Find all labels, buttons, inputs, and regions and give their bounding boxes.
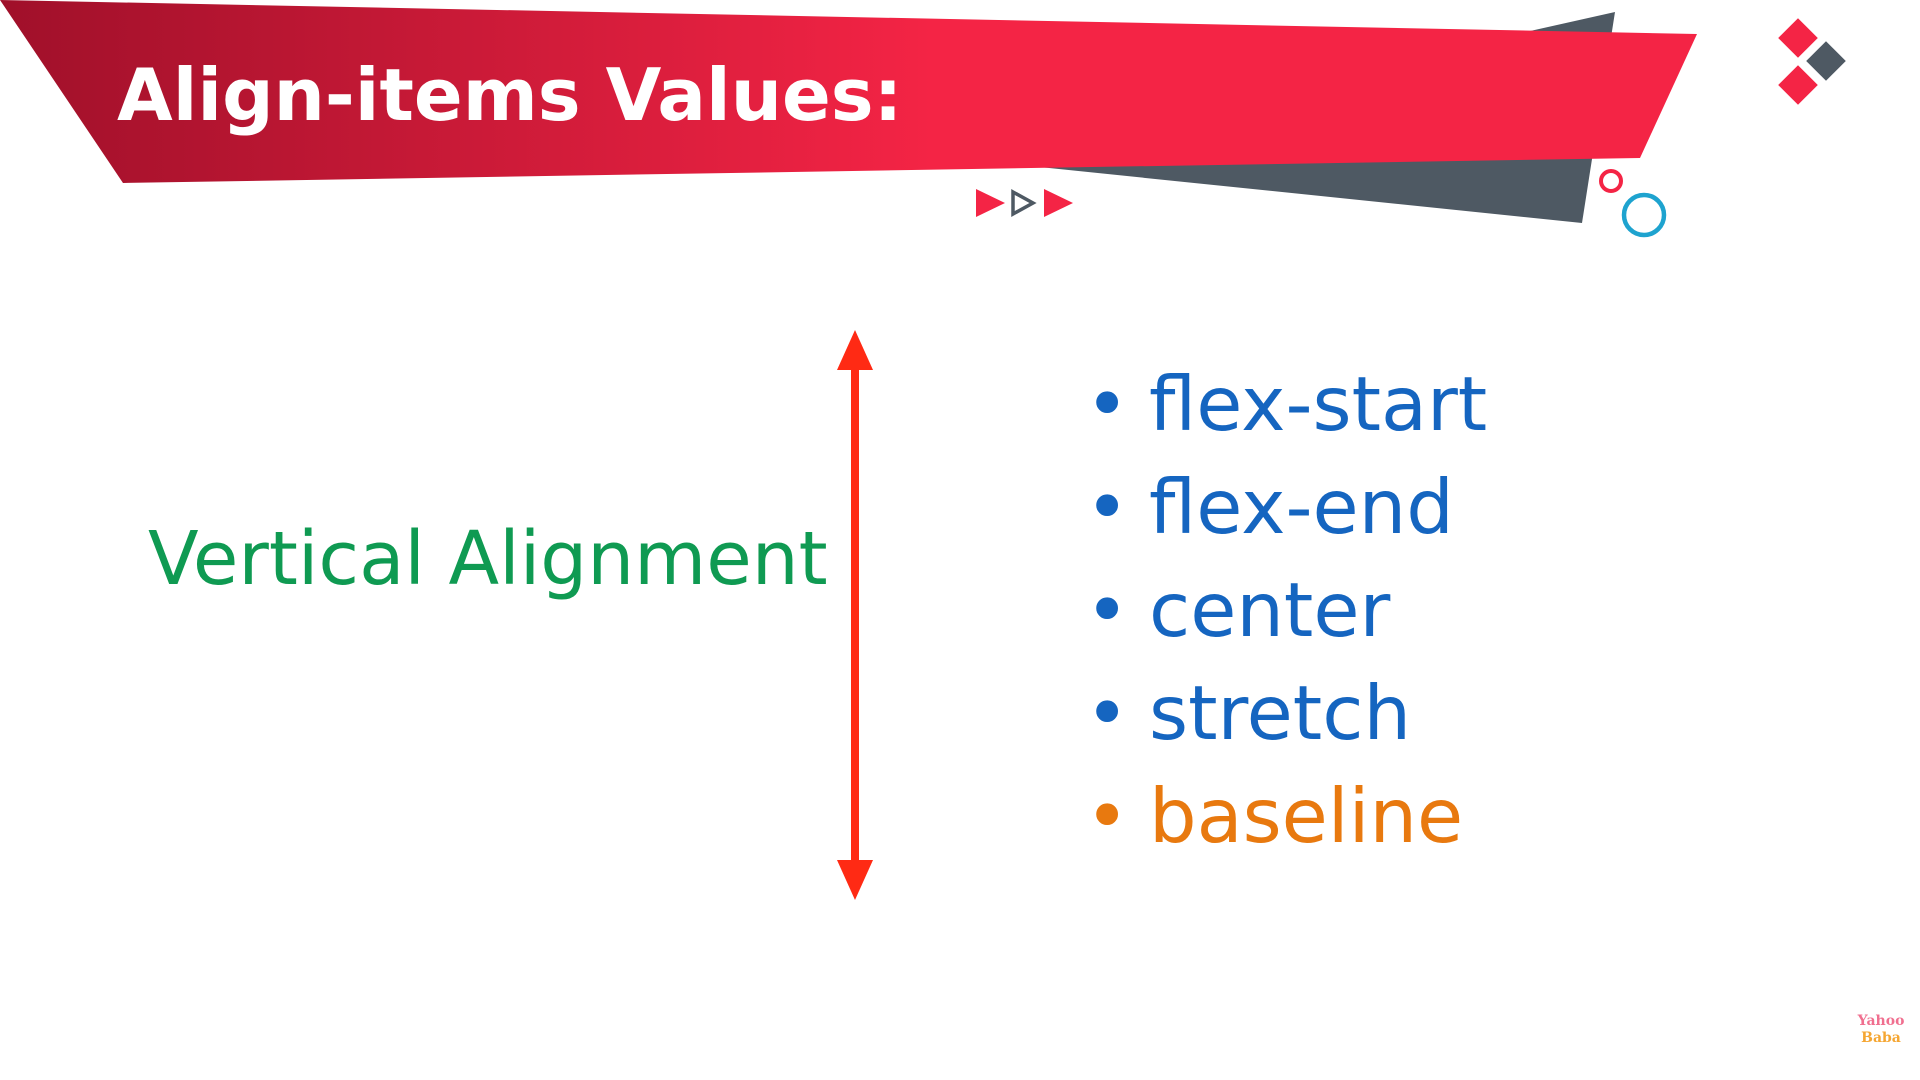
header-banner [0, 0, 1846, 238]
logo-line-2: Baba [1861, 1030, 1901, 1046]
value-item-flex-start: •flex-start [1085, 360, 1487, 463]
logo-line-1: Yahoo [1857, 1013, 1905, 1029]
value-item-center: •center [1085, 566, 1487, 669]
yahoo-baba-logo: Yahoo Baba [1848, 1013, 1914, 1047]
bullet-icon: • [1085, 566, 1130, 654]
value-item-stretch: •stretch [1085, 669, 1487, 772]
value-label: flex-start [1149, 360, 1488, 448]
values-list: •flex-start•flex-end•center•stretch•base… [1085, 360, 1487, 875]
value-label: center [1149, 566, 1391, 654]
bullet-icon: • [1085, 669, 1130, 757]
value-item-baseline: •baseline [1085, 772, 1487, 875]
value-label: baseline [1149, 772, 1464, 860]
value-label: stretch [1149, 669, 1411, 757]
red-banner-shape [0, 0, 1697, 183]
play-arrows-icon [976, 189, 1073, 217]
slide-title: Align-items Values: [117, 53, 903, 137]
value-label: flex-end [1149, 463, 1454, 551]
value-item-flex-end: •flex-end [1085, 463, 1487, 566]
circles-icon [1599, 169, 1667, 238]
bullet-icon: • [1085, 463, 1130, 551]
double-headed-arrow-icon [837, 330, 873, 900]
diamond-cluster-icon [1778, 18, 1846, 105]
side-label: Vertical Alignment [148, 516, 828, 602]
bullet-icon: • [1085, 360, 1130, 448]
bullet-icon: • [1085, 772, 1130, 860]
